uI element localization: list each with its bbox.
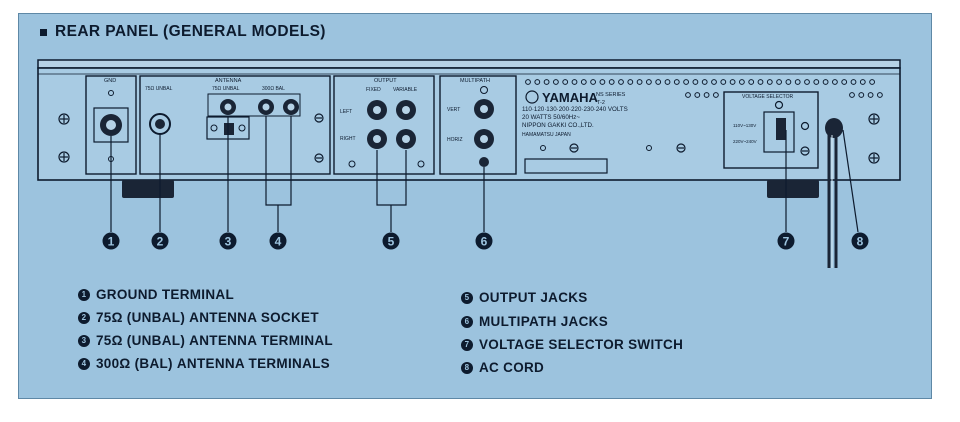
callout-7: 7 <box>777 232 795 250</box>
legend-item-5: 5 OUTPUT JACKS <box>461 290 588 305</box>
output-jacks[interactable] <box>367 100 416 149</box>
watts-text: 20 WATTS 50/60Hz~ <box>522 114 580 121</box>
legend-item-3: 3 75Ω (UNBAL) ANTENNA TERMINAL <box>78 333 333 348</box>
voltage-selector-section <box>723 91 819 169</box>
callout-6: 6 <box>475 232 493 250</box>
maker-text: NIPPON GAKKI CO.,LTD. <box>522 122 594 129</box>
voltage-110-130-label: 110V~130V <box>733 123 756 128</box>
legend-badge: 7 <box>461 338 473 351</box>
svg-text:5: 5 <box>388 235 395 249</box>
unbal-75-socket-label: 75Ω UNBAL <box>145 86 173 92</box>
legend-label: AC CORD <box>479 360 545 375</box>
legend-badge: 8 <box>461 361 473 374</box>
series-text: NS SERIES <box>596 92 626 98</box>
ac-cord[interactable] <box>825 118 843 268</box>
svg-text:4: 4 <box>275 235 282 249</box>
foot-right <box>767 180 819 198</box>
legend-label: OUTPUT JACKS <box>479 290 588 305</box>
legend-label: 300Ω (BAL) ANTENNA TERMINALS <box>96 356 330 371</box>
svg-text:8: 8 <box>857 235 864 249</box>
svg-text:6: 6 <box>481 235 488 249</box>
chassis-top-strip <box>37 59 901 69</box>
nameplate: YAMAHA NS SERIES T-2 110·120·130·200·220… <box>522 90 628 138</box>
antenna-label: ANTENNA <box>215 78 242 84</box>
output-label: OUTPUT <box>374 78 397 84</box>
model-text: T-2 <box>597 100 605 106</box>
legend-badge: 2 <box>78 311 90 324</box>
horiz-label: HORIZ <box>447 137 463 143</box>
multipath-jacks[interactable] <box>474 99 494 149</box>
left-label: LEFT <box>340 109 352 115</box>
variable-label: VARIABLE <box>393 87 418 93</box>
callout-8: 8 <box>851 232 869 250</box>
chassis-screws <box>58 113 880 164</box>
vert-label: VERT <box>447 107 460 113</box>
output-section <box>333 75 435 175</box>
legend-label: VOLTAGE SELECTOR SWITCH <box>479 337 684 352</box>
voltages-text: 110·120·130·200·220·230·240 VOLTS <box>522 106 628 113</box>
callout-leaders <box>110 116 859 233</box>
right-label: RIGHT <box>340 136 356 142</box>
legend-badge: 3 <box>78 334 90 347</box>
legend-item-4: 4 300Ω (BAL) ANTENNA TERMINALS <box>78 356 330 371</box>
legend-label: GROUND TERMINAL <box>96 287 234 302</box>
foot-left <box>122 180 174 198</box>
multipath-label: MULTIPATH <box>460 78 490 84</box>
callout-5: 5 <box>382 232 400 250</box>
legend-item-2: 2 75Ω (UNBAL) ANTENNA SOCKET <box>78 310 319 325</box>
serial-label-plate <box>524 158 608 174</box>
svg-text:1: 1 <box>108 235 115 249</box>
callout-3: 3 <box>219 232 237 250</box>
legend-item-8: 8 AC CORD <box>461 360 544 375</box>
chassis-body <box>37 67 901 181</box>
antenna-section <box>139 75 331 175</box>
legend-badge: 4 <box>78 357 90 370</box>
brand-logo-text: YAMAHA <box>542 90 598 105</box>
fixed-label: FIXED <box>366 87 381 93</box>
voltage-selector-switch[interactable] <box>776 118 786 140</box>
legend-badge: 5 <box>461 291 473 304</box>
callout-4: 4 <box>269 232 287 250</box>
legend-label: 75Ω (UNBAL) ANTENNA SOCKET <box>96 310 319 325</box>
legend-item-1: 1 GROUND TERMINAL <box>78 287 234 302</box>
title-text: REAR PANEL (GENERAL MODELS) <box>55 23 326 40</box>
diagram-title: REAR PANEL (GENERAL MODELS) <box>40 23 326 41</box>
legend-badge: 6 <box>461 315 473 328</box>
multipath-section <box>439 75 517 175</box>
svg-text:3: 3 <box>225 235 232 249</box>
city-text: HAMAMATSU JAPAN <box>522 132 571 138</box>
voltage-selector-label: VOLTAGE SELECTOR <box>742 94 794 100</box>
svg-text:7: 7 <box>783 235 790 249</box>
legend-label: 75Ω (UNBAL) ANTENNA TERMINAL <box>96 333 333 348</box>
bal-300-label: 300Ω BAL <box>262 86 285 92</box>
title-bullet <box>40 28 47 36</box>
svg-text:2: 2 <box>157 235 164 249</box>
gnd-label: GND <box>104 78 116 84</box>
callout-markers: 1 2 3 4 5 6 7 8 <box>102 232 869 250</box>
callout-1: 1 <box>102 232 120 250</box>
ventilation-holes <box>525 79 883 98</box>
callout-2: 2 <box>151 232 169 250</box>
unbal-75-terminal-label: 75Ω UNBAL <box>212 86 240 92</box>
voltage-220-240-label: 220V~240V <box>733 139 757 144</box>
legend-item-7: 7 VOLTAGE SELECTOR SWITCH <box>461 337 683 352</box>
legend-item-6: 6 MULTIPATH JACKS <box>461 314 608 329</box>
legend-badge: 1 <box>78 288 90 301</box>
legend-label: MULTIPATH JACKS <box>479 314 608 329</box>
